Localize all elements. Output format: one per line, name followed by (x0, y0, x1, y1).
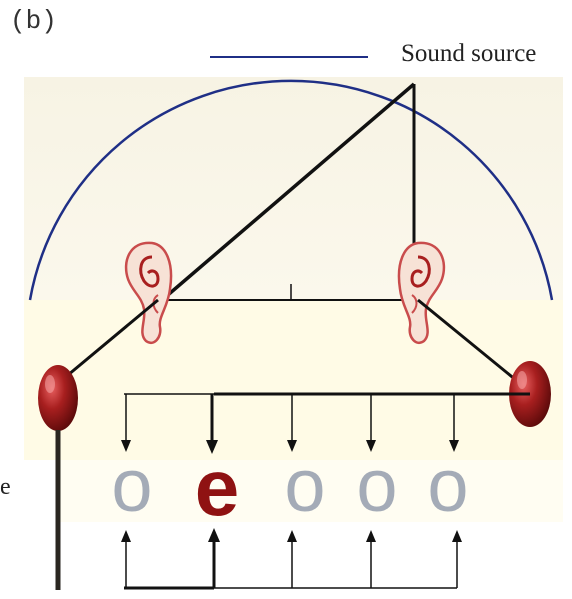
right-ear-to-detector (417, 298, 523, 387)
neuron-4: o (356, 444, 397, 527)
left-detector-icon (38, 365, 78, 431)
neuron-2-active: e (195, 443, 240, 532)
up-arrow-4 (366, 530, 376, 588)
path-to-left-ear (160, 82, 416, 302)
down-arrow-4 (366, 394, 376, 452)
up-arrow-5 (452, 530, 462, 588)
panel-label: (b) (10, 6, 57, 36)
downward-arrows (121, 394, 459, 454)
upward-arrows (121, 528, 462, 588)
neuron-5: o (427, 444, 468, 527)
left-clipped-text: e (0, 474, 10, 500)
down-arrow-5 (449, 394, 459, 452)
up-arrow-2 (208, 528, 220, 556)
neuron-1: o (111, 444, 152, 527)
up-arrow-3 (287, 530, 297, 588)
neuron-3: o (284, 444, 325, 527)
lower-background (24, 300, 563, 460)
left-ear-to-detector (61, 298, 159, 382)
up-arrow-1 (121, 530, 131, 588)
neuron-row-background (60, 460, 563, 522)
down-arrow-2 (206, 394, 218, 454)
down-arrow-1 (121, 394, 131, 452)
legend-line (210, 56, 368, 58)
right-ear-icon (397, 241, 446, 344)
down-arrow-3 (287, 394, 297, 452)
neuron-row: o e o o o (111, 443, 468, 532)
legend-label: Sound source (401, 40, 537, 67)
source-arc (28, 79, 554, 301)
